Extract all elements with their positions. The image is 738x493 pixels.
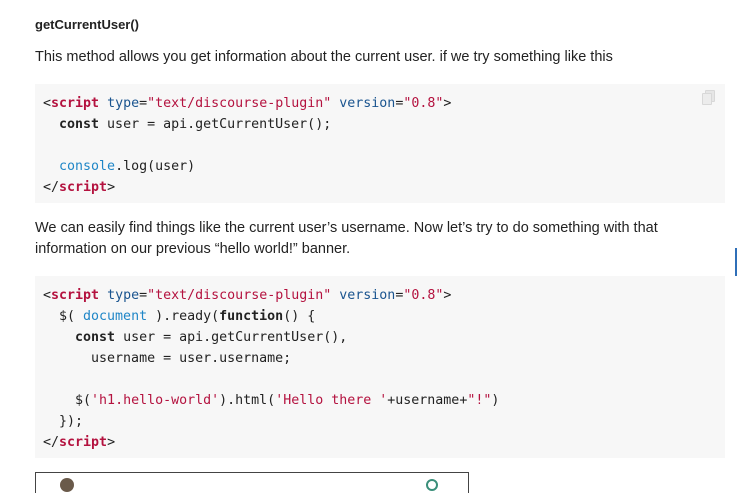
code-line-empty — [43, 135, 717, 156]
code-line: </script> — [43, 180, 116, 195]
code-line: </script> — [43, 435, 116, 450]
code-line: console.log(user) — [59, 159, 196, 174]
code-line: <script type="text/discourse-plugin" ver… — [43, 96, 452, 111]
copy-icon[interactable] — [702, 90, 715, 105]
section-heading: getCurrentUser() — [35, 17, 140, 32]
code-line: $( document ).ready(function() { — [43, 309, 316, 324]
code-block-2[interactable]: <script type="text/discourse-plugin" ver… — [35, 276, 725, 458]
code-line: $('h1.hello-world').html('Hello there '+… — [43, 393, 500, 408]
code-line: const user = api.getCurrentUser(), — [75, 330, 348, 345]
scroll-indicator — [735, 248, 737, 276]
code-line: <script type="text/discourse-plugin" ver… — [43, 288, 452, 303]
intro-paragraph: This method allows you get information a… — [35, 49, 613, 65]
code-line-empty — [43, 369, 717, 390]
avatar — [60, 478, 74, 492]
code-line: username = user.username; — [43, 351, 292, 366]
screenshot-image[interactable] — [35, 472, 469, 493]
code-block-1[interactable]: <script type="text/discourse-plugin" ver… — [35, 84, 725, 203]
circle-icon — [426, 479, 438, 491]
explanation-paragraph: We can easily find things like the curre… — [35, 220, 658, 257]
code-line: const user = api.getCurrentUser(); — [59, 117, 332, 132]
code-line: }); — [43, 414, 84, 429]
